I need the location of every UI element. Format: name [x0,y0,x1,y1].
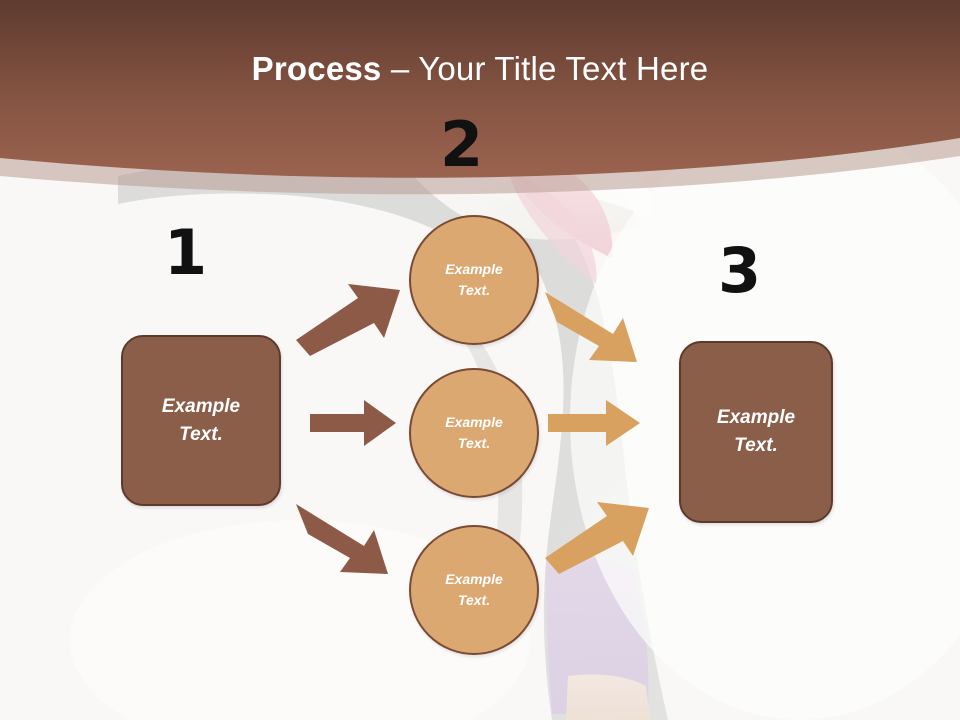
page-title-rest: Your Title Text Here [418,50,709,87]
process-box-left-line2: Text. [179,423,223,445]
process-box-right[interactable]: Example Text. [679,341,833,523]
page-title-bold: Process [251,50,382,87]
process-box-right-line2: Text. [734,435,778,456]
process-box-left[interactable]: Example Text. [121,335,281,506]
process-circle-3[interactable]: Example Text. [409,525,539,655]
process-circle-2-line1: Example [445,414,503,430]
process-box-left-line1: Example [161,395,241,417]
process-circle-1-line1: Example [445,261,503,277]
step-number-3: 3 [718,234,762,307]
step-number-2: 2 [440,108,484,181]
page-title-separator: – [381,50,419,87]
process-circle-1[interactable]: Example Text. [409,215,539,345]
process-circle-2[interactable]: Example Text. [409,368,539,498]
process-circle-3-line1: Example [445,571,503,587]
process-circle-1-line2: Text. [457,282,491,298]
step-number-1: 1 [164,216,208,289]
page-title: Process – Your Title Text Here [0,50,960,88]
process-circle-2-line2: Text. [457,435,491,451]
process-circle-3-line2: Text. [457,592,491,608]
process-box-right-line1: Example [716,407,796,429]
